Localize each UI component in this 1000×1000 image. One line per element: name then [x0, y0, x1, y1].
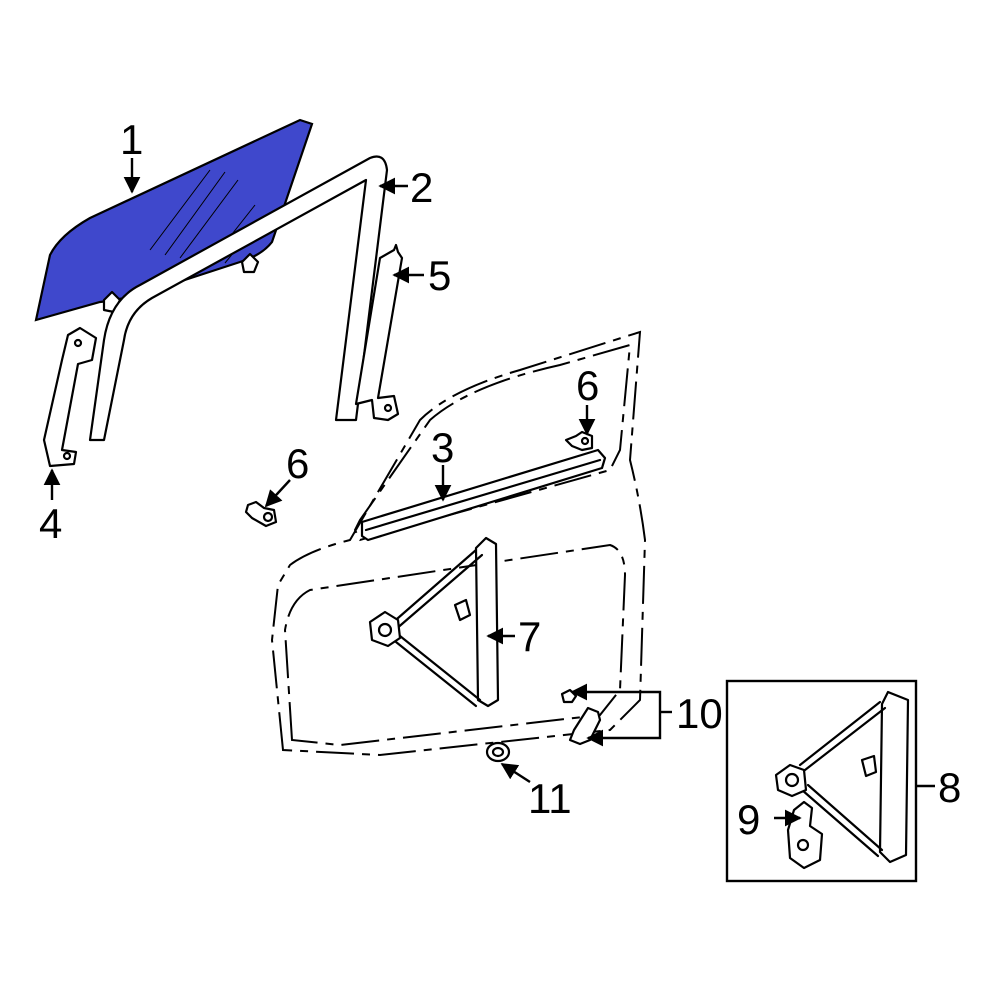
callout-2: 2: [410, 164, 433, 211]
window-regulator[interactable]: [368, 536, 500, 708]
callout-1: 1: [120, 116, 143, 163]
grommet[interactable]: [485, 741, 511, 763]
callout-8: 8: [938, 764, 961, 811]
callout-labels: 1 2 3 4 5 6 6 7 8 9 10 11: [39, 116, 961, 843]
callout-4: 4: [39, 500, 62, 547]
bolt-right[interactable]: [564, 430, 594, 452]
front-channel[interactable]: [42, 326, 98, 468]
door-outline: [270, 330, 647, 757]
bolt-left[interactable]: [244, 500, 278, 528]
callout-5: 5: [428, 252, 451, 299]
callout-11: 11: [528, 775, 572, 822]
glass-run-channel[interactable]: [88, 155, 389, 442]
callout-3: 3: [431, 424, 454, 471]
callout-7: 7: [518, 613, 541, 660]
rear-channel[interactable]: [354, 243, 404, 422]
callout-10: 10: [676, 690, 723, 737]
regulator-assembly[interactable]: [774, 690, 910, 864]
callout-6-right: 6: [576, 362, 599, 409]
leader-lines: [43, 158, 935, 827]
regulator-motor[interactable]: [786, 800, 824, 870]
regulator-detail-box: [725, 679, 918, 883]
callout-9: 9: [737, 796, 760, 843]
callout-6-left: 6: [286, 440, 309, 487]
belt-weatherstrip[interactable]: [360, 448, 607, 542]
